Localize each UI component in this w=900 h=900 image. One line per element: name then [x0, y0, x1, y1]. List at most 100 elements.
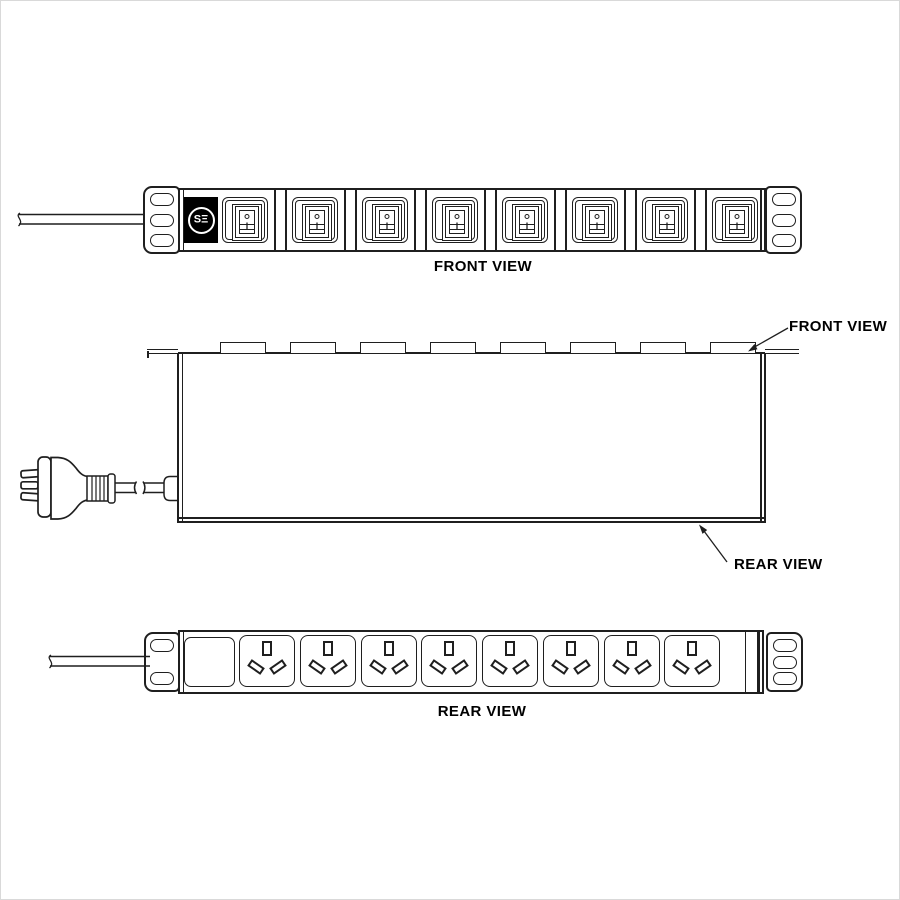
- rocker-bottom-band: [449, 224, 465, 230]
- switch-plate: I: [712, 197, 758, 243]
- switch-plate: I: [292, 197, 338, 243]
- switch-bezel-inner-line: I: [234, 206, 260, 238]
- switch-off-dot: [664, 213, 670, 219]
- rocker-bottom-band: [589, 224, 605, 230]
- switch-on-marking: I: [525, 221, 529, 232]
- plug-body: [50, 456, 89, 520]
- front-left-rack-ear: [143, 186, 180, 254]
- socket-plate: [482, 635, 538, 687]
- mounting-hole: [771, 234, 796, 247]
- switch-off-dot: [454, 213, 460, 219]
- rocker-bottom-band: [239, 224, 255, 230]
- switch-plate: I: [572, 197, 618, 243]
- leader-arrowhead: [748, 344, 758, 352]
- socket-plate: [421, 635, 478, 687]
- plug-face: [37, 456, 52, 518]
- brand-logo-circle: SΞ: [187, 206, 215, 234]
- switch-module: I: [642, 190, 712, 250]
- switch-bezel-inner-line: I: [304, 206, 330, 238]
- switch-off-dot: [524, 213, 530, 219]
- switch-bump-side-profile: [640, 342, 686, 353]
- outlet-module: [482, 632, 543, 692]
- plug-strain-relief: [86, 475, 109, 502]
- switch-bump-side-profile: [430, 342, 476, 353]
- side-top-bumps: [220, 342, 780, 353]
- rocker-bottom-band: [659, 224, 675, 230]
- rear-callout-leader: [699, 524, 728, 563]
- rear-power-cord: [48, 654, 150, 669]
- switch-off-dot: [314, 213, 320, 219]
- side-rear-callout-label: REAR VIEW: [734, 556, 823, 573]
- bump-cell: [640, 342, 710, 353]
- brand-logo-text: SΞ: [193, 213, 209, 225]
- rocker-switch: I: [378, 210, 396, 234]
- mounting-hole: [149, 193, 174, 206]
- mounting-hole: [150, 639, 174, 652]
- strain-relief-end-ring: [107, 473, 116, 504]
- switch-module: I: [362, 190, 432, 250]
- front-power-cord: [17, 212, 145, 227]
- cable-entry-blank-panel: [184, 637, 235, 687]
- switch-on-marking: I: [315, 221, 319, 232]
- switch-on-marking: I: [385, 221, 389, 232]
- brand-logo: SΞ: [184, 197, 218, 243]
- switch-plate-inner-line: I: [295, 200, 335, 241]
- front-pdu-body: SΞ I: [178, 188, 777, 252]
- rear-pdu-body: [178, 630, 764, 694]
- socket-plate: [360, 635, 417, 687]
- side-front-callout-label: FRONT VIEW: [789, 318, 888, 335]
- mounting-hole: [772, 639, 797, 652]
- switch-bezel-inner-line: I: [514, 206, 540, 238]
- front-right-rack-ear: [765, 186, 802, 254]
- front-body-inner-edge-right: [760, 190, 762, 250]
- switch-plate-inner-line: I: [435, 200, 475, 241]
- mains-plug: [20, 456, 116, 520]
- rocker-switch: I: [308, 210, 326, 234]
- switch-on-marking: I: [735, 221, 739, 232]
- earth-pin-slot: [322, 641, 333, 656]
- mounting-hole: [771, 193, 796, 206]
- switch-row: I: [222, 190, 782, 250]
- earth-pin-slot: [687, 641, 698, 656]
- cord-break-mark: [48, 654, 53, 669]
- switch-off-dot: [734, 213, 740, 219]
- socket-plate: [239, 635, 295, 687]
- switch-bezel-inner-line: I: [444, 206, 470, 238]
- switch-module: I: [572, 190, 642, 250]
- switch-bezel: I: [652, 203, 682, 241]
- socket-plate: [664, 635, 721, 687]
- side-inner-edge-bottom: [179, 517, 764, 519]
- earth-pin-slot: [383, 641, 394, 656]
- switch-bezel: I: [232, 203, 262, 241]
- outlet-module: [421, 632, 482, 692]
- outlet-module: [542, 632, 604, 692]
- switch-bezel: I: [512, 203, 542, 241]
- earth-pin-slot: [565, 641, 576, 656]
- bump-cell: [220, 342, 290, 353]
- outlet-module: [360, 632, 422, 692]
- switch-bezel-inner-line: I: [374, 206, 400, 238]
- rocker-bottom-band: [729, 224, 745, 230]
- outlet-module: [664, 632, 725, 692]
- switch-on-marking: I: [245, 221, 249, 232]
- rocker-switch: I: [728, 210, 746, 234]
- switch-on-marking: I: [665, 221, 669, 232]
- switch-plate-inner-line: I: [645, 200, 685, 241]
- plug-pin-middle: [20, 480, 39, 490]
- switch-bezel: I: [302, 203, 332, 241]
- outlet-module: [299, 632, 361, 692]
- switch-module: I: [222, 190, 292, 250]
- earth-pin-slot: [505, 641, 515, 656]
- bump-cell: [430, 342, 500, 353]
- switch-module: I: [712, 190, 782, 250]
- switch-module: I: [502, 190, 572, 250]
- mounting-hole: [149, 213, 174, 227]
- outlet-module: [239, 632, 300, 692]
- switch-plate: I: [432, 197, 478, 243]
- rocker-bottom-band: [309, 224, 325, 230]
- rocker-switch: I: [588, 210, 606, 234]
- switch-module: I: [432, 190, 502, 250]
- mounting-hole: [772, 655, 797, 669]
